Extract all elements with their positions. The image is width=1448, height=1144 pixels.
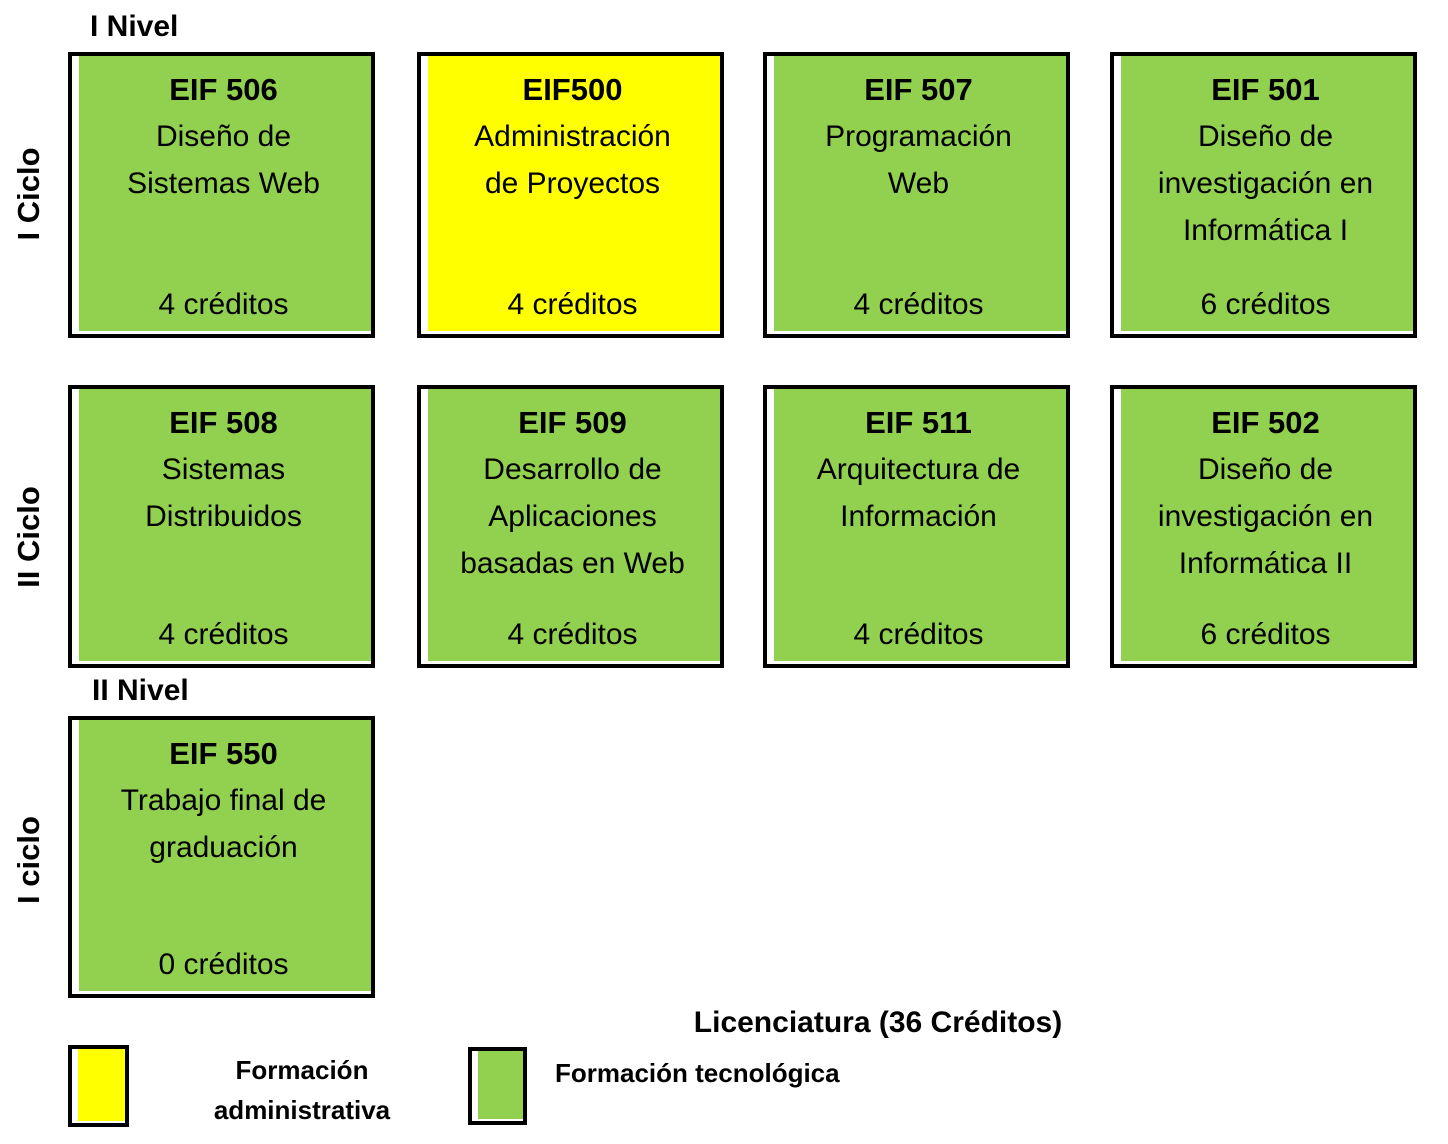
- course-name: Diseño de investigación en Informática I: [1157, 120, 1374, 247]
- course-card-eif-507: EIF 507 Programación Web 4 créditos: [763, 52, 1070, 338]
- course-credits: 4 créditos: [853, 288, 984, 321]
- level-heading-1: I Nivel: [90, 10, 179, 43]
- course-name: Desarrollo de Aplicaciones basadas en We…: [460, 453, 685, 580]
- course-name: Programación Web: [825, 120, 1012, 200]
- course-card-eif-500: EIF500 Administración de Proyectos 4 cré…: [417, 52, 724, 338]
- course-name: Sistemas Distribuidos: [145, 453, 302, 533]
- course-credits: 0 créditos: [158, 948, 289, 981]
- course-name: Diseño de investigación en Informática I…: [1157, 453, 1374, 580]
- cycle-label-2: II Ciclo: [11, 486, 46, 588]
- course-code: EIF 511: [865, 405, 972, 440]
- course-code: EIF 509: [518, 405, 627, 440]
- course-code: EIF 502: [1211, 405, 1320, 440]
- course-card-eif-506: EIF 506 Diseño de Sistemas Web 4 crédito…: [68, 52, 375, 338]
- legend-swatch-tecnologica: [468, 1047, 527, 1125]
- course-card-eif-508: EIF 508 Sistemas Distribuidos 4 créditos: [68, 385, 375, 668]
- course-card-eif-501: EIF 501 Diseño de investigación en Infor…: [1110, 52, 1417, 338]
- course-code: EIF500: [522, 72, 623, 107]
- course-credits: 6 créditos: [1200, 618, 1331, 651]
- course-name: Arquitectura de Información: [816, 453, 1021, 533]
- legend-label-tecnologica: Formación tecnológica: [555, 1058, 840, 1088]
- legend-label-administrativa: Formación administrativa: [213, 1055, 391, 1125]
- course-name: Diseño de Sistemas Web: [127, 120, 320, 200]
- level-heading-2: II Nivel: [92, 674, 189, 707]
- course-credits: 4 créditos: [507, 288, 638, 321]
- cycle-label-1: I Ciclo: [11, 147, 46, 241]
- legend-swatch-administrativa: [68, 1045, 129, 1127]
- cycle-label-3: I ciclo: [11, 816, 46, 904]
- course-card-eif-511: EIF 511 Arquitectura de Información 4 cr…: [763, 385, 1070, 668]
- course-code: EIF 550: [169, 736, 278, 771]
- course-credits: 6 créditos: [1200, 288, 1331, 321]
- course-credits: 4 créditos: [158, 288, 289, 321]
- course-code: EIF 507: [864, 72, 973, 107]
- course-name: Trabajo final de graduación: [120, 784, 327, 864]
- diagram-title: Licenciatura (36 Créditos): [693, 1006, 1063, 1039]
- course-card-eif-550: EIF 550 Trabajo final de graduación 0 cr…: [68, 716, 375, 998]
- course-card-eif-502: EIF 502 Diseño de investigación en Infor…: [1110, 385, 1417, 668]
- course-code: EIF 508: [169, 405, 278, 440]
- course-card-eif-509: EIF 509 Desarrollo de Aplicaciones basad…: [417, 385, 724, 668]
- course-code: EIF 506: [169, 72, 278, 107]
- course-credits: 4 créditos: [158, 618, 289, 651]
- course-code: EIF 501: [1211, 72, 1320, 107]
- course-name: Administración de Proyectos: [474, 120, 671, 200]
- course-credits: 4 créditos: [853, 618, 984, 651]
- course-credits: 4 créditos: [507, 618, 638, 651]
